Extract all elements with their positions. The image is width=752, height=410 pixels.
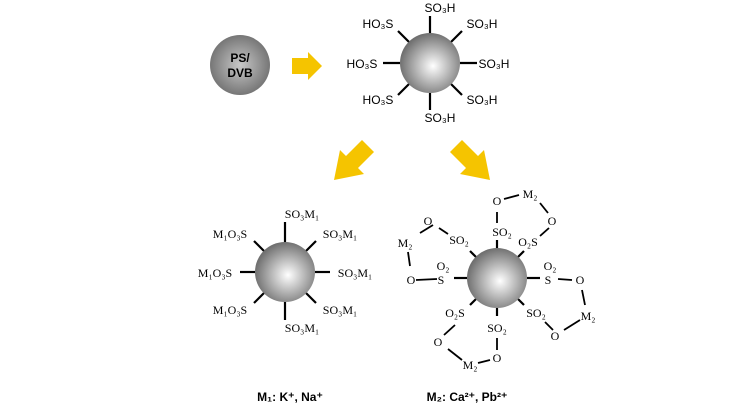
group-label: SO₃M₁ (285, 207, 319, 221)
oxygen-label: O (493, 194, 502, 208)
group-label: M₁O₃S (213, 303, 247, 317)
metal-label: M₂ (581, 309, 596, 323)
group-label: SO₃H (479, 57, 510, 71)
group-label: HO₃S (363, 17, 394, 31)
monovalent-bead: SO₃M₁ SO₃M₁ SO₃M₁ SO₃M₁ SO₃M₁ M₁O₃S M₁O₃… (198, 207, 372, 404)
group-label: SO₃M₁ (285, 321, 319, 335)
group-label: O₂S (445, 306, 465, 320)
oxygen-label: O (407, 273, 416, 287)
group-label: SO₃H (425, 1, 456, 15)
bead-label-1: PS/ (230, 51, 250, 65)
m1-caption: M₁: K⁺, Na⁺ (257, 390, 323, 404)
group-label: SO₂ (526, 306, 546, 320)
oxygen-label: O (424, 214, 433, 228)
group-label: SO₂ (487, 321, 507, 335)
metal-label: M₂ (398, 236, 413, 250)
group-label: SO₂ (492, 225, 512, 239)
divalent-bead: O M₂ O SO₂ O₂S O M₂ SO₂ O₂ S O O₂ S O M₂… (398, 187, 596, 404)
group-label: SO₃M₁ (338, 266, 372, 280)
oxygen-label: O (576, 273, 585, 287)
oxygen-label: O (551, 329, 560, 343)
sulfonated-bead: SO₃H SO₃H SO₃H SO₃H SO₃H HO₃S HO₃S HO₃S (347, 1, 510, 125)
group-label: HO₃S (347, 57, 378, 71)
metal-label: M₂ (463, 358, 478, 372)
group-label: M₁O₃S (213, 227, 247, 241)
group-label: SO₃M₁ (323, 227, 357, 241)
group-label: SO₃M₁ (323, 303, 357, 317)
group-label: O₂ (544, 259, 557, 273)
group-label: S (545, 273, 552, 287)
group-label: O₂S (518, 235, 538, 249)
ps-dvb-bead: PS/ DVB (210, 35, 270, 95)
arrow-down-left-icon (334, 140, 374, 180)
group-label: SO₂ (449, 233, 469, 247)
group-label: HO₃S (363, 93, 394, 107)
m2-caption: M₂: Ca²⁺, Pb²⁺ (427, 390, 508, 404)
arrow-down-right-icon (450, 140, 490, 180)
group-label: SO₃H (425, 111, 456, 125)
oxygen-label: O (434, 335, 443, 349)
group-label: SO₃H (467, 17, 498, 31)
oxygen-label: O (493, 351, 502, 365)
bead-label-2: DVB (227, 66, 253, 80)
metal-label: M₂ (523, 187, 538, 201)
group-label: S (438, 273, 445, 287)
oxygen-label: O (548, 214, 557, 228)
arrow-right-icon (292, 52, 322, 80)
group-label: O₂ (437, 259, 450, 273)
group-label: SO₃H (467, 93, 498, 107)
group-label: M₁O₃S (198, 266, 232, 280)
